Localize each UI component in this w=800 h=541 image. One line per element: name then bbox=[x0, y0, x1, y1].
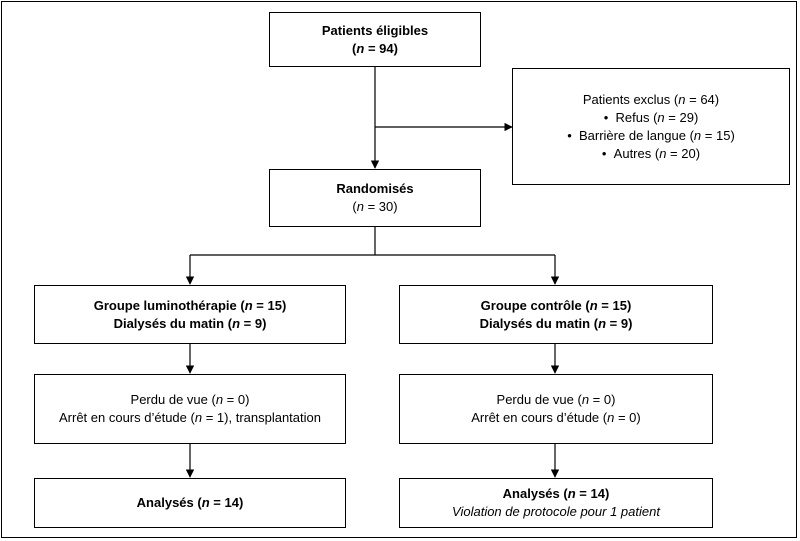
left-analysis-box: Analysés (n = 14) bbox=[34, 478, 346, 528]
left-followup-box: Perdu de vue (n = 0) Arrêt en cours d’ét… bbox=[34, 374, 346, 444]
right-lost-label: Perdu de vue (n = 0) bbox=[496, 392, 616, 407]
excluded-reason-refusal: Refus (n = 29) bbox=[567, 109, 735, 127]
right-group-box: Groupe contrôle (n = 15) Dialysés du mat… bbox=[399, 285, 713, 344]
right-analyzed-label: Analysés (n = 14) bbox=[502, 486, 610, 501]
right-protocol-violation-note: Violation de protocole pour 1 patient bbox=[452, 504, 660, 519]
left-lost-label: Perdu de vue (n = 0) bbox=[130, 392, 250, 407]
right-morning-label: Dialysés du matin (n = 9) bbox=[479, 315, 633, 331]
eligible-label: Patients éligibles bbox=[321, 22, 429, 38]
excluded-box: Patients exclus (n = 64) Refus (n = 29) … bbox=[512, 68, 790, 185]
excluded-reasons-list: Refus (n = 29) Barrière de langue (n = 1… bbox=[567, 109, 735, 163]
eligible-count: (n = 94) bbox=[352, 40, 398, 56]
excluded-reason-other: Autres (n = 20) bbox=[567, 145, 735, 163]
excluded-reason-language: Barrière de langue (n = 15) bbox=[567, 127, 735, 145]
left-group-label: Groupe luminothérapie (n = 15) bbox=[93, 297, 287, 313]
right-stopped-label: Arrêt en cours d’étude (n = 0) bbox=[471, 410, 641, 425]
randomized-count: (n = 30) bbox=[352, 199, 398, 214]
left-analyzed-label: Analysés (n = 14) bbox=[136, 495, 244, 510]
randomized-label: Randomisés bbox=[336, 181, 414, 196]
eligible-box: Patients éligibles (n = 94) bbox=[269, 12, 481, 67]
right-followup-box: Perdu de vue (n = 0) Arrêt en cours d’ét… bbox=[399, 374, 713, 444]
right-group-label: Groupe contrôle (n = 15) bbox=[480, 297, 632, 313]
randomized-box: Randomisés (n = 30) bbox=[269, 169, 481, 227]
excluded-label: Patients exclus (n = 64) bbox=[582, 91, 720, 107]
left-group-box: Groupe luminothérapie (n = 15) Dialysés … bbox=[34, 285, 346, 344]
left-stopped-label: Arrêt en cours d’étude (n = 1), transpla… bbox=[58, 410, 321, 425]
left-morning-label: Dialysés du matin (n = 9) bbox=[113, 315, 267, 331]
right-analysis-box: Analysés (n = 14) Violation de protocole… bbox=[399, 478, 713, 528]
